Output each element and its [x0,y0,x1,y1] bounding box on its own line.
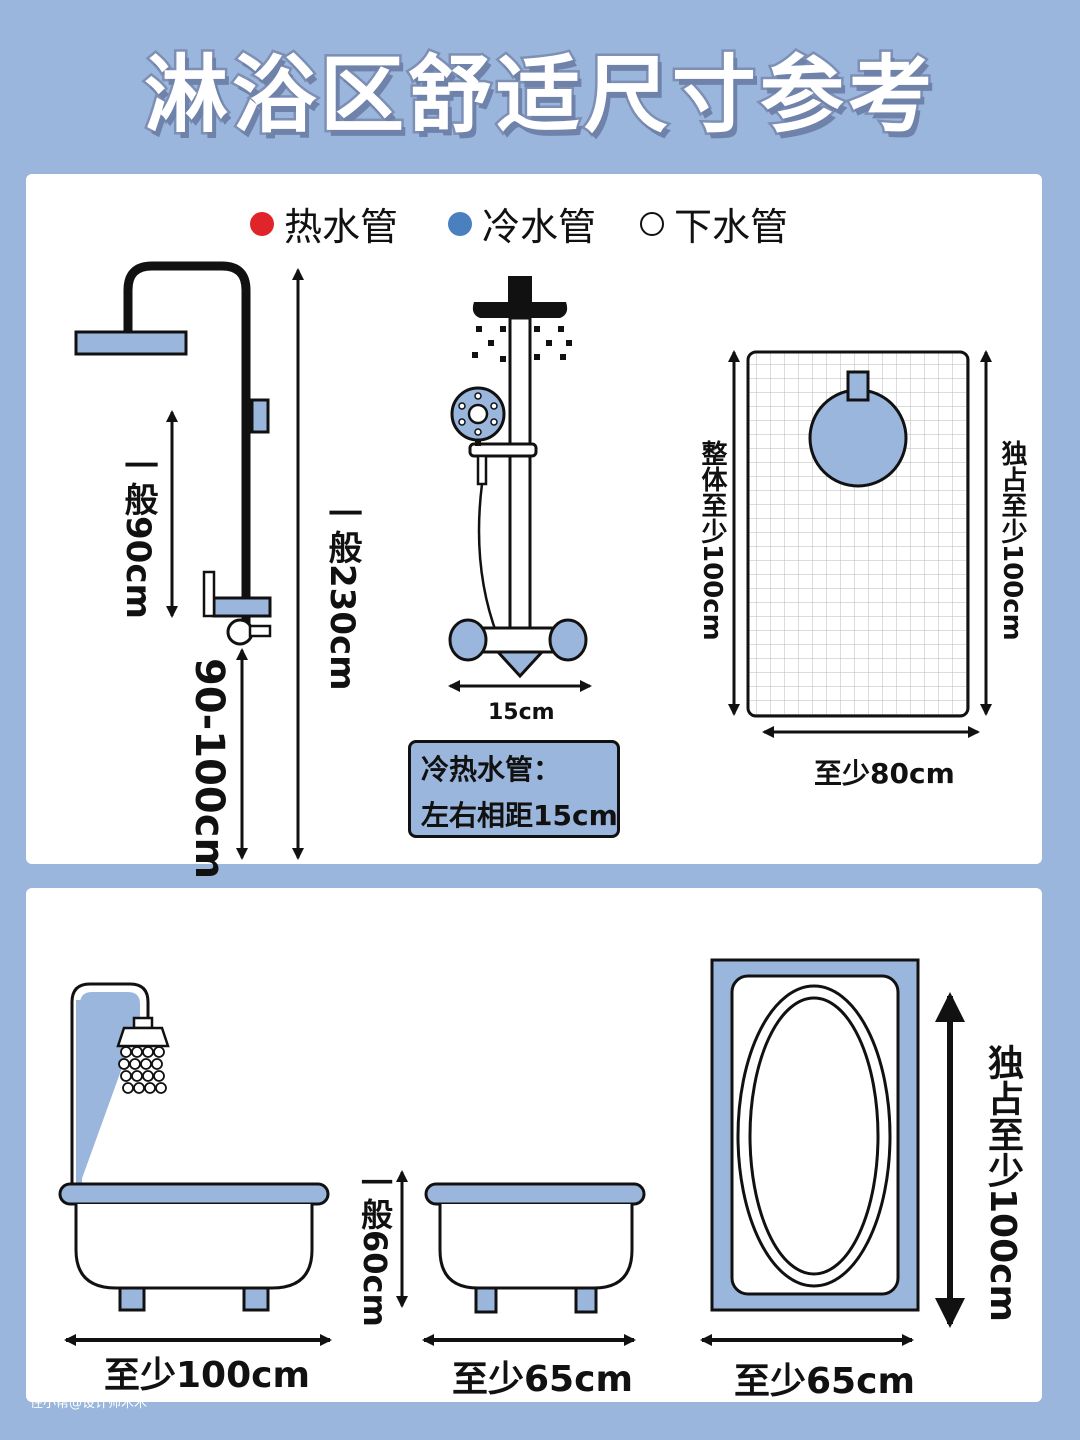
legend-label: 热水管 [284,205,399,249]
legend-label: 冷水管 [482,205,597,249]
label-90-100: 90-100cm [186,658,232,880]
valve-knob-icon [548,618,588,662]
legend-hot-water: 热水管 [250,196,398,251]
tub-basin-icon [736,984,892,1288]
legend-label: 下水管 [674,205,789,249]
valve-knob-icon [448,618,488,662]
shower-head-icon [74,330,188,356]
shower-head-icon [116,1026,170,1048]
bathtub-icon [438,1204,634,1290]
cold-water-dot-icon [448,211,472,236]
label-80: 至少80cm [814,757,955,790]
bathtub-icon [74,1204,314,1290]
rain-shower-icon [472,302,568,318]
shower-head-top-icon [808,388,908,488]
bathtub-top-view [700,958,965,1346]
page-title: 淋浴区舒适尺寸参考 [141,44,936,147]
pipe-bracket-icon [250,398,270,434]
label-90: 一般90cm [118,448,158,619]
pipe-spacing-note: 冷热水管： 左右相距15cm [408,740,620,838]
bathtub-with-shower [58,982,332,1346]
footer-credit: 住小帮@设计师木木 [30,1396,148,1411]
legend-drain: 下水管 [640,196,788,251]
label-tub2-width: 至少65cm [452,1359,633,1400]
label-overall-100: 整体至少100cm [697,440,727,641]
label-230: 一般230cm [322,496,362,691]
faucet-icon [226,618,254,646]
label-tub3-width: 至少65cm [734,1361,915,1402]
drain-dot-icon [640,211,664,236]
shower-floor-plan [728,350,992,738]
legend-cold-water: 冷水管 [448,196,596,251]
label-tub2-height: 一般60cm [356,1166,394,1327]
note-line-2: 左右相距15cm [421,799,618,832]
label-exclusive-100: 独占至少100cm [997,440,1027,641]
hot-water-dot-icon [250,211,274,236]
shower-side-view [74,261,304,860]
label-tub1-width: 至少100cm [104,1355,310,1396]
label-15: 15cm [488,700,555,725]
legend: 热水管 冷水管 下水管 [0,196,1080,249]
note-line-1: 冷热水管： [421,753,562,786]
label-tub3-length: 独占至少100cm [982,1044,1023,1322]
shower-mixer-view [448,276,592,692]
small-bathtub [396,1170,646,1346]
mixer-valve-icon [212,596,272,618]
